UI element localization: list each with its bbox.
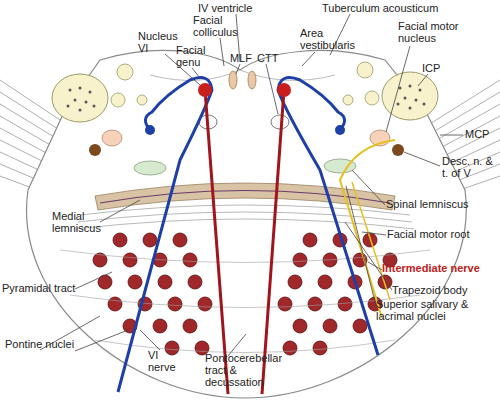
icp-section: [382, 72, 438, 120]
structure-label: Pontocerebellar tract & decussation: [205, 352, 295, 388]
structure-label: Facial colliculus: [193, 14, 251, 38]
intermediate-nerve-fiber: [340, 140, 395, 318]
structure-label: MCP: [465, 128, 500, 140]
structure-label: Desc. n. & t. of V: [442, 155, 500, 179]
structure-label: Tuberculum acousticum: [322, 2, 452, 14]
ventricle-floor: [150, 70, 335, 80]
structure-label: Pyramidal tract: [2, 282, 102, 294]
abducens-nucleus: [198, 83, 212, 97]
structure-label: Facial motor nucleus: [398, 20, 470, 44]
structure-label: Pontine nuclei: [5, 338, 105, 350]
structure-label: ICP: [422, 62, 452, 74]
icp-section: [52, 74, 108, 122]
abducens-nerve: [205, 90, 228, 394]
structure-label: Trapezoid body: [392, 284, 500, 296]
structure-label: VI nerve: [148, 349, 182, 373]
structure-label: Intermediate nerve: [382, 262, 500, 274]
structure-label: Superior salivary & lacrimal nuclei: [376, 298, 500, 322]
pontine-nuclei: [93, 233, 397, 355]
structure-label: Facial motor root: [387, 228, 499, 240]
structure-label: Spinal lemniscus: [386, 198, 498, 210]
spinal-trigeminal: [89, 144, 101, 156]
structure-label: Medial lemniscus: [52, 210, 112, 234]
pons-outline: [27, 51, 467, 398]
spinal-trigeminal: [392, 144, 404, 156]
spinal-lemniscus: [134, 161, 166, 175]
structure-label: Facial genu: [176, 44, 216, 68]
facial-nucleus-dot: [145, 125, 155, 135]
facial-nerve-left: [118, 78, 212, 392]
abducens-nucleus: [277, 83, 291, 97]
structure-label: CTT: [257, 52, 287, 64]
vestibular-nuclei: [111, 62, 379, 107]
structure-label: IV ventricle: [198, 2, 278, 14]
structure-label: MLF: [230, 52, 260, 64]
structure-label: Area vestibularis: [300, 27, 370, 51]
facial-nucleus-dot: [335, 125, 345, 135]
mlf: [248, 71, 256, 89]
facial-motor-nucleus: [102, 130, 122, 146]
abducens-nerve: [262, 90, 284, 394]
icp-stipple: [67, 85, 426, 112]
medial-lemniscus: [95, 183, 395, 210]
